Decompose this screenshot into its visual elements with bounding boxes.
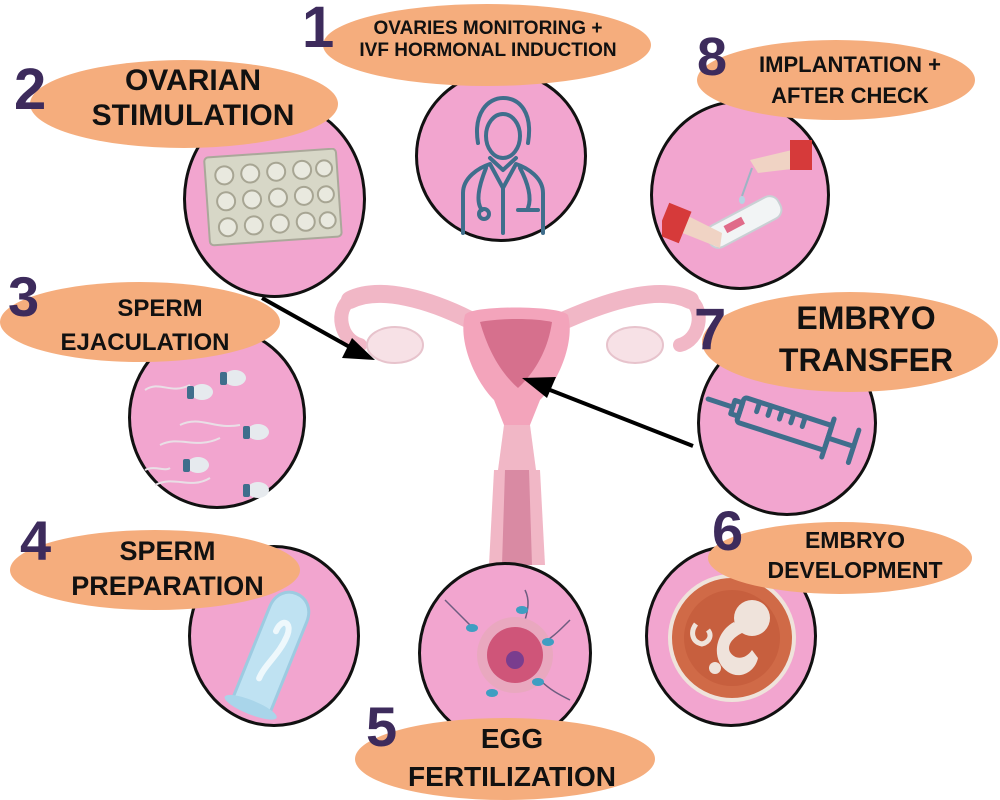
step-7-label-bubble [702,292,998,392]
step-3-label-bubble [0,282,280,362]
step-1-label: OVARIES MONITORING + IVF HORMONAL INDUCT… [330,18,646,62]
pill-blister-icon [203,148,343,247]
step-8-label-bubble [697,40,975,120]
step-5-number: 5 [366,695,398,758]
pregnancy-test-icon [662,140,812,249]
step-1-label-line2: IVF HORMONAL INDUCTION [359,39,617,61]
step-2-number: 2 [14,57,47,122]
step-8-label-line1: IMPLANTATION + [759,52,941,77]
step-1-number: 1 [302,0,335,60]
step-4-number: 4 [20,509,52,572]
step-4-label-line1: SPERM [119,536,216,566]
step-3-label-line1: SPERM [117,295,203,322]
step-6-number: 6 [712,499,744,562]
step-6-label-line1: EMBRYO [804,527,906,553]
arrow-to-ovary [261,296,375,360]
step-5-label-line2: FERTILIZATION [408,760,616,792]
step-3-label: SPERM EJACULATION [20,292,270,359]
sperm-cells-icon [144,370,269,498]
condom-icon [224,590,311,720]
step-2-label-bubble [30,60,338,148]
step-8-circle [650,100,830,290]
step-4-label-bubble [10,530,300,610]
step-5-label: EGG FERTILIZATION [380,720,644,796]
step-5-label-bubble [355,718,655,800]
step-1-label-line1: OVARIES MONITORING + [373,18,603,39]
step-7-label-line2: TRANSFER [778,341,954,378]
step-8-label: IMPLANTATION + AFTER CHECK [735,50,965,112]
step-3-label-line2: EJACULATION [60,328,230,356]
step-8-number: 8 [697,27,728,87]
step-6-label-line2: DEVELOPMENT [767,556,943,583]
step-6-label: EMBRYO DEVELOPMENT [745,526,965,586]
syringe-icon [705,395,862,465]
arrow-to-uterus [522,377,694,448]
step-6-label-bubble [708,522,972,594]
step-7-label: EMBRYO TRANSFER [740,298,992,381]
step-2-label: OVARIAN STIMULATION [62,64,324,133]
egg-fertilization-icon [444,589,571,701]
step-8-label-line2: AFTER CHECK [771,82,929,108]
step-7-label-line1: EMBRYO [796,300,936,336]
step-2-label-line1: OVARIAN [124,64,262,97]
step-1-label-bubble [323,4,651,86]
step-2-label-line2: STIMULATION [91,98,295,132]
step-4-label: SPERM PREPARATION [40,534,295,604]
doctor-icon [461,96,545,235]
step-3-number: 3 [8,265,40,328]
step-4-label-line2: PREPARATION [71,571,264,602]
uterus-icon [334,284,706,565]
step-5-label-line1: EGG [480,723,544,754]
step-7-number: 7 [694,297,727,362]
